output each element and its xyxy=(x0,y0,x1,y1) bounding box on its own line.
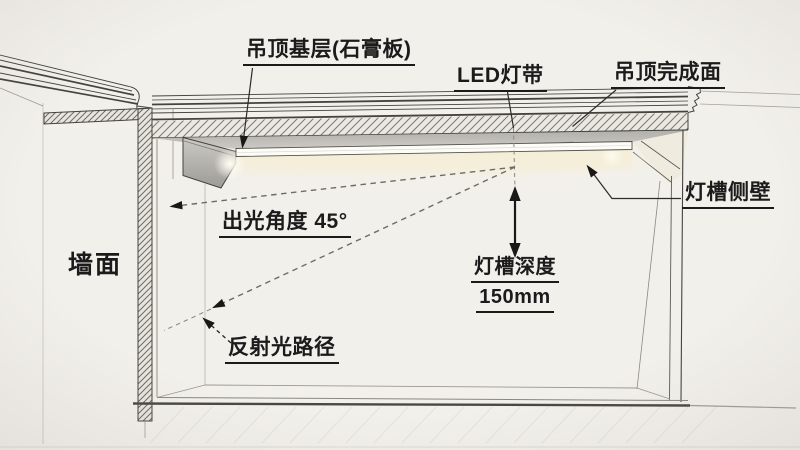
ceiling-base-text: 吊顶基层(石膏板) xyxy=(243,38,415,67)
reflected-path-text: 反射光路径 xyxy=(225,336,339,365)
label-ceiling-finished: 吊顶完成面 xyxy=(611,61,725,90)
label-reflected-path: 反射光路径 xyxy=(225,336,339,365)
label-beam-angle: 出光角度 45° xyxy=(219,210,351,239)
cove-side-wall-text: 灯槽侧壁 xyxy=(682,181,774,210)
cove-depth-title: 灯槽深度 xyxy=(471,256,559,283)
label-cove-side-wall: 灯槽侧壁 xyxy=(682,181,774,210)
label-cove-depth: 灯槽深度 150mm xyxy=(462,256,568,316)
led-strip-text: LED灯带 xyxy=(454,64,547,93)
cove-depth-value: 150mm xyxy=(476,286,554,313)
label-ceiling-base: 吊顶基层(石膏板) xyxy=(243,38,415,67)
label-led-strip: LED灯带 xyxy=(454,64,547,93)
beam-angle-text: 出光角度 45° xyxy=(219,210,351,239)
ceiling-finished-text: 吊顶完成面 xyxy=(611,61,725,90)
label-wall-surface: 墙面 xyxy=(68,251,123,279)
